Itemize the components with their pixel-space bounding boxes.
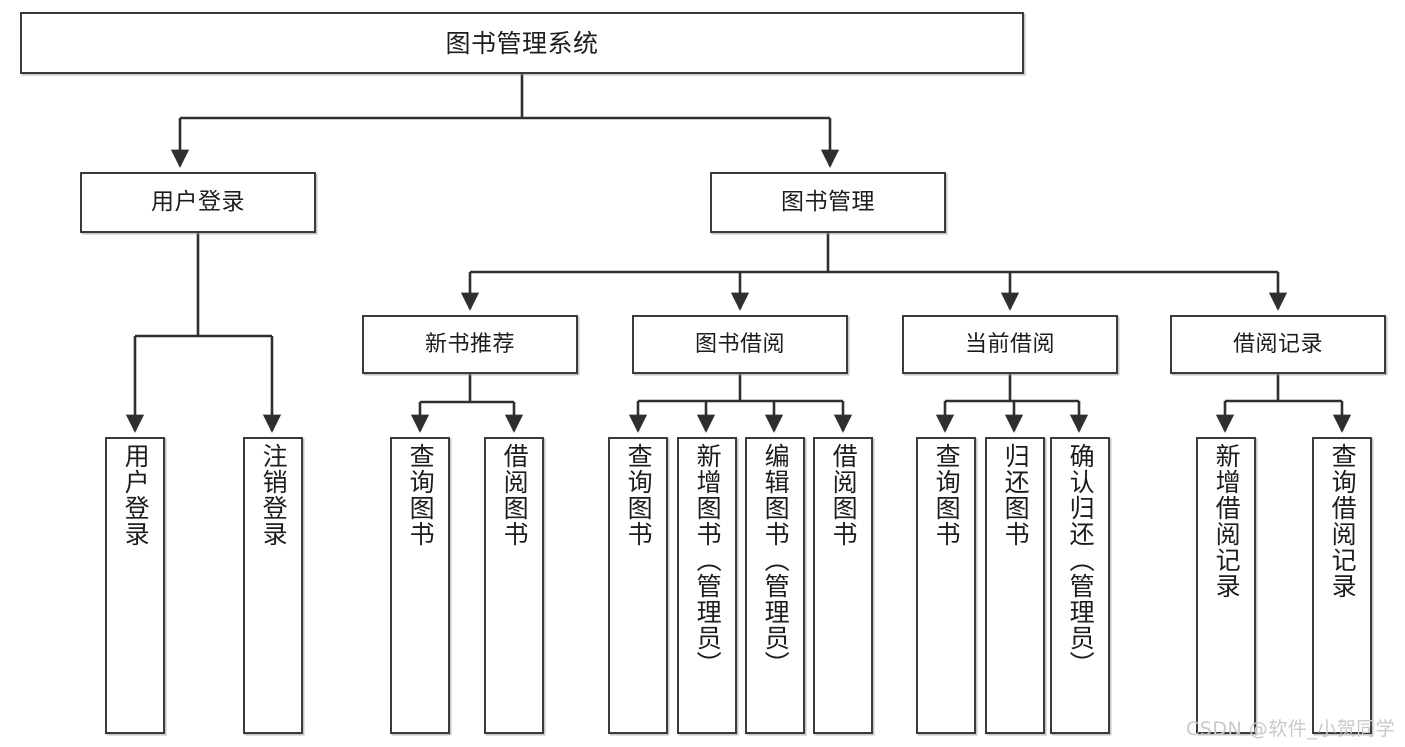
node-label: 新增借阅记录 — [1212, 443, 1242, 599]
node-label: 借阅记录 — [1232, 331, 1323, 357]
leaf-borrow-add-book-admin[interactable]: 新增图书（管理员） — [677, 437, 737, 734]
node-label: 图书管理系统 — [445, 28, 599, 58]
node-label: 借阅图书 — [500, 443, 530, 547]
node-label: 查询借阅记录 — [1328, 443, 1358, 599]
leaf-current-return-book[interactable]: 归还图书 — [985, 437, 1045, 734]
node-label: 新增图书（管理员） — [693, 443, 723, 677]
node-label: 归还图书 — [1001, 443, 1031, 547]
node-label: 确认归还（管理员） — [1066, 443, 1096, 677]
leaf-current-query-book[interactable]: 查询图书 — [916, 437, 976, 734]
node-label: 用户登录 — [151, 189, 245, 216]
leaf-borrow-borrow-book[interactable]: 借阅图书 — [813, 437, 873, 734]
node-label: 用户登录 — [121, 443, 151, 547]
node-new-book-recommend[interactable]: 新书推荐 — [362, 315, 578, 374]
csdn-watermark: CSDN @软件_小贺同学 — [1186, 718, 1396, 740]
leaf-recommend-query-book[interactable]: 查询图书 — [390, 437, 450, 734]
node-book-management[interactable]: 图书管理 — [710, 172, 946, 233]
node-label: 编辑图书（管理员） — [761, 443, 791, 677]
node-user-login[interactable]: 用户登录 — [80, 172, 316, 233]
leaf-borrow-query-book[interactable]: 查询图书 — [608, 437, 668, 734]
node-label: 查询图书 — [624, 443, 654, 547]
node-current-borrow[interactable]: 当前借阅 — [902, 315, 1118, 374]
node-label: 注销登录 — [259, 443, 289, 547]
node-borrow-record[interactable]: 借阅记录 — [1170, 315, 1386, 374]
node-book-borrow[interactable]: 图书借阅 — [632, 315, 848, 374]
node-label: 当前借阅 — [964, 331, 1055, 357]
leaf-recommend-borrow-book[interactable]: 借阅图书 — [484, 437, 544, 734]
node-label: 查询图书 — [406, 443, 436, 547]
node-label: 借阅图书 — [829, 443, 859, 547]
leaf-user-login-logout[interactable]: 注销登录 — [243, 437, 303, 734]
node-root-system[interactable]: 图书管理系统 — [20, 12, 1024, 74]
leaf-record-add-record[interactable]: 新增借阅记录 — [1196, 437, 1256, 734]
leaf-user-login-login[interactable]: 用户登录 — [105, 437, 165, 734]
node-label: 查询图书 — [932, 443, 962, 547]
node-label: 图书借阅 — [694, 331, 785, 357]
node-label: 图书管理 — [781, 189, 875, 216]
leaf-record-query-record[interactable]: 查询借阅记录 — [1312, 437, 1372, 734]
leaf-current-confirm-return-admin[interactable]: 确认归还（管理员） — [1050, 437, 1110, 734]
node-label: 新书推荐 — [424, 331, 515, 357]
leaf-borrow-edit-book-admin[interactable]: 编辑图书（管理员） — [745, 437, 805, 734]
